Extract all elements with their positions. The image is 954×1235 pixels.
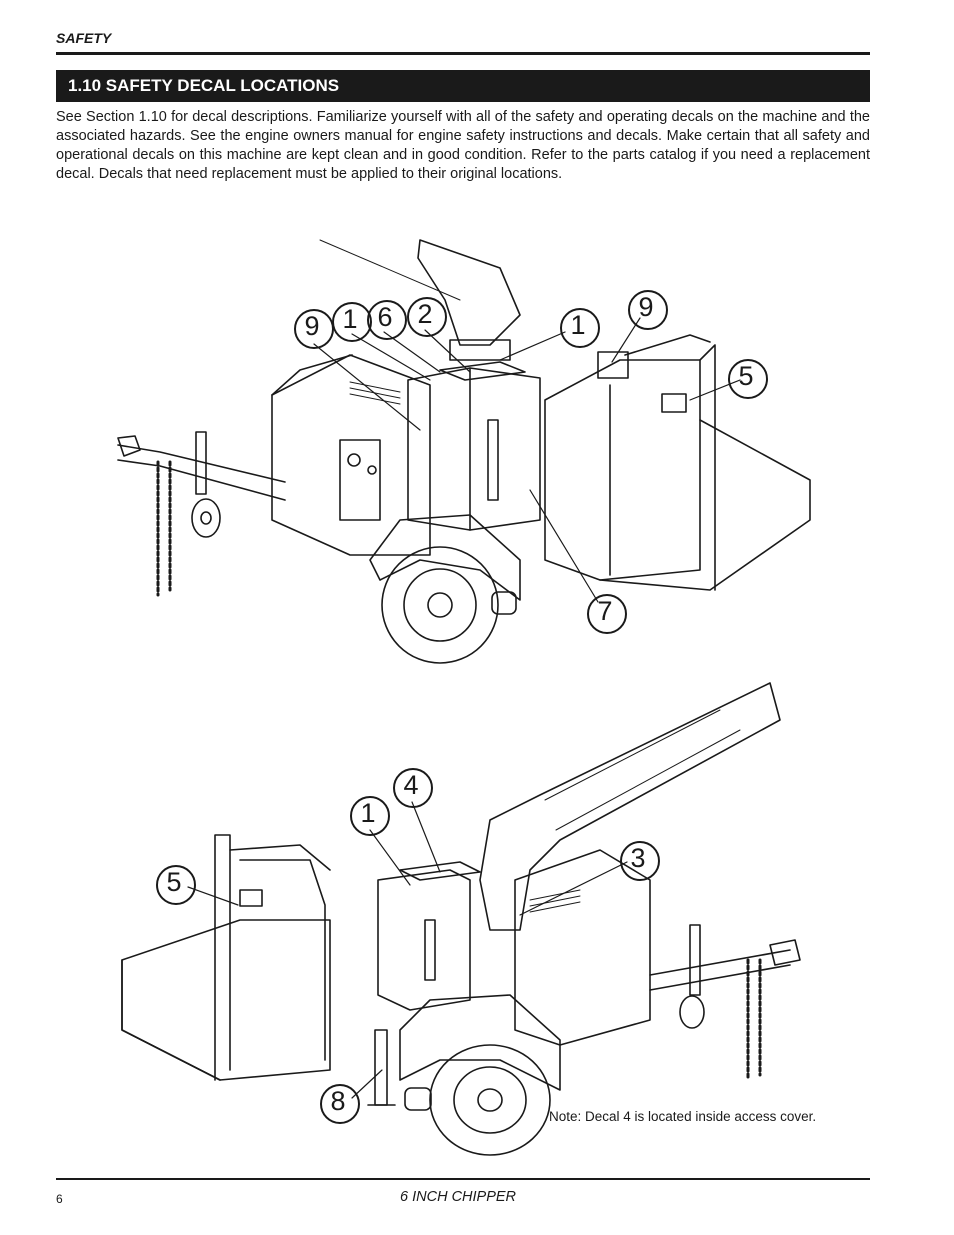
- bottom-view-drawing: [121, 682, 801, 1156]
- section-title: 1.10 SAFETY DECAL LOCATIONS: [68, 76, 340, 95]
- intro-paragraph: See Section 1.10 for decal descriptions.…: [56, 109, 870, 182]
- page-number: 6: [56, 1192, 63, 1206]
- header-label: SAFETY: [56, 30, 112, 46]
- decal-note: Note: Decal 4 is located inside access c…: [549, 1109, 817, 1124]
- header-rule: [56, 52, 870, 55]
- section-bar: 1.10 SAFETY DECAL LOCATIONS: [56, 70, 870, 102]
- top-view-drawing: [117, 239, 811, 664]
- footer-title: 6 INCH CHIPPER: [400, 1189, 517, 1205]
- footer-rule: [56, 1178, 870, 1180]
